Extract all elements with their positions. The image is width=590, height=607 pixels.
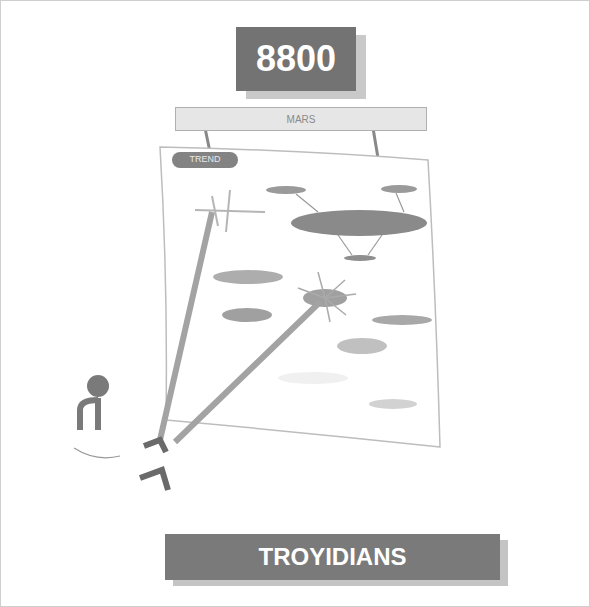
hanger (373, 128, 378, 158)
node-text: MARS (287, 114, 316, 125)
node-text: TROYIDIANS (258, 544, 406, 570)
caption-banner: TROYIDIANS (165, 534, 500, 580)
sight-line (175, 302, 320, 442)
observer-figure (74, 375, 168, 490)
node-text: TREND (190, 155, 221, 165)
map-tag: TREND (172, 152, 238, 168)
map-sheet (160, 147, 440, 447)
node-text: 8800 (256, 39, 336, 79)
plane-mark (195, 190, 265, 232)
title-bar: MARS (175, 107, 427, 131)
sight-line (160, 212, 212, 440)
number-box: 8800 (236, 27, 356, 91)
